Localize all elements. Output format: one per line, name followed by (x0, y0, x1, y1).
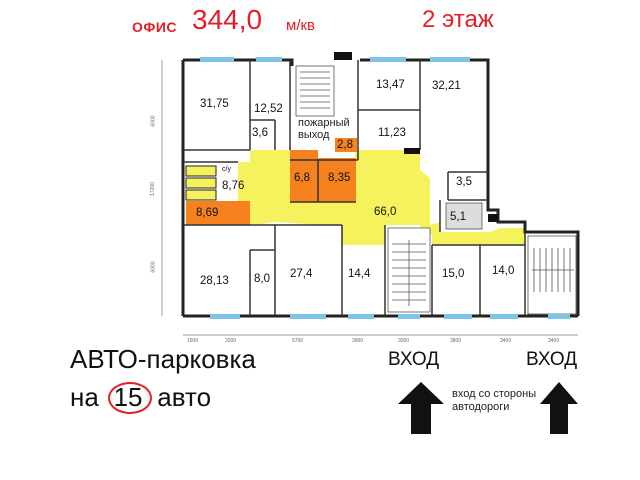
parking-count-circle (108, 382, 152, 414)
wall-marker (488, 214, 498, 222)
room-8-69-fill (186, 201, 250, 225)
room-2-8-fill (335, 138, 357, 152)
room-label: 14,0 (492, 265, 515, 277)
fire-exit-label: пожарный выход (298, 117, 350, 141)
dim-label: 3200 (225, 338, 237, 344)
dim-label: 6000 (150, 115, 157, 127)
room-label: 32,21 (432, 80, 461, 92)
wc-label: с/у (222, 166, 231, 173)
room-label: 8,0 (254, 273, 270, 285)
room-label: 31,75 (200, 98, 229, 110)
dim-label: 1500 (187, 338, 199, 344)
room-label: 3,5 (456, 176, 472, 188)
arrow-up-icon (540, 382, 578, 434)
room-5-1-fill (445, 202, 483, 230)
room-label: 6,8 (294, 172, 310, 184)
header-area-value: 344,0 (192, 4, 263, 35)
dim-label: 3800 (450, 338, 462, 344)
dim-label: 6000 (150, 261, 157, 273)
arrow-up-icon (398, 382, 444, 434)
parking-suffix: авто (157, 382, 212, 412)
room-label: 8,35 (328, 172, 351, 184)
entrance-right-label: ВХОД (526, 349, 578, 370)
room-6-8-fill (290, 150, 318, 202)
dim-label: 3400 (500, 338, 512, 344)
wc-fill (185, 165, 217, 177)
stairs-middle (387, 227, 431, 313)
dim-label: 17200 (149, 182, 156, 196)
wc-fill (185, 177, 217, 189)
dim-label: 3400 (548, 338, 560, 344)
parking-line1: АВТО-парковка (70, 344, 256, 374)
dim-label: 3000 (398, 338, 410, 344)
header-office-label: ОФИС (132, 19, 178, 35)
wall-marker (404, 148, 420, 154)
windows (200, 57, 570, 319)
room-label: 12,52 (254, 103, 283, 115)
room-label: 14,4 (348, 268, 371, 280)
room-label: 13,47 (376, 79, 405, 91)
parking-prefix: на (70, 382, 99, 412)
stairs-upper (295, 65, 335, 117)
room-label: 27,4 (290, 268, 313, 280)
room-label: 28,13 (200, 275, 229, 287)
dimension-lines (161, 60, 578, 336)
room-label: 66,0 (374, 206, 397, 218)
room-8-35-fill (318, 158, 356, 202)
road-entrance-note: вход со стороны автодороги (452, 388, 537, 413)
header-floor-label: 2 этаж (422, 6, 494, 33)
dim-label: 3900 (352, 338, 364, 344)
header-area-unit: м/кв (286, 17, 316, 34)
room-label: 2,8 (337, 139, 353, 151)
room-label: 3,6 (252, 127, 268, 139)
stairs-right (527, 235, 577, 315)
room-label: 8,76 (222, 180, 245, 192)
room-label: 5,1 (450, 211, 466, 223)
interior-walls (183, 60, 526, 316)
room-label: 11,23 (378, 127, 406, 139)
room-label: 8,69 (196, 207, 219, 219)
entrance-left-label: ВХОД (388, 349, 440, 370)
dim-label: 5700 (292, 338, 304, 344)
room-label: 15,0 (442, 268, 465, 280)
wall-marker (334, 52, 352, 60)
wc-fill (185, 189, 217, 201)
